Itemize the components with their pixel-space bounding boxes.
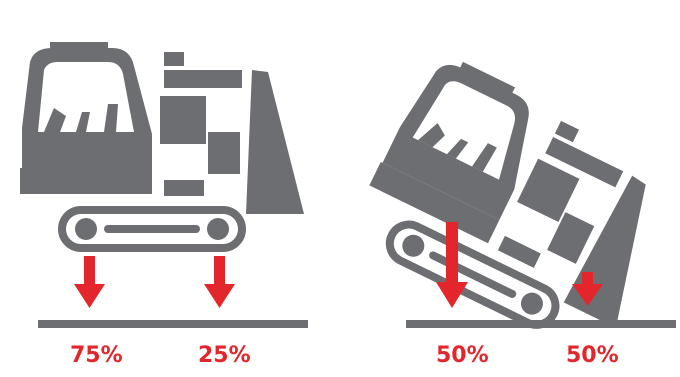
arrow-right-25 xyxy=(204,256,235,308)
load-label-right-25: 25% xyxy=(198,343,251,368)
ground-line-level xyxy=(38,320,308,328)
level-machine-panel: 75% 25% xyxy=(20,42,308,368)
load-label-left-50: 50% xyxy=(436,343,489,368)
arrow-left-75 xyxy=(74,256,105,308)
excavator-level-icon xyxy=(20,42,304,214)
load-label-right-50: 50% xyxy=(566,343,619,368)
load-label-left-75: 75% xyxy=(70,343,123,368)
excavator-tilted-icon xyxy=(346,49,680,359)
tilted-machine-panel: 50% 50% xyxy=(346,49,680,368)
ground-line-tilted xyxy=(406,320,676,328)
track-level xyxy=(62,210,242,248)
